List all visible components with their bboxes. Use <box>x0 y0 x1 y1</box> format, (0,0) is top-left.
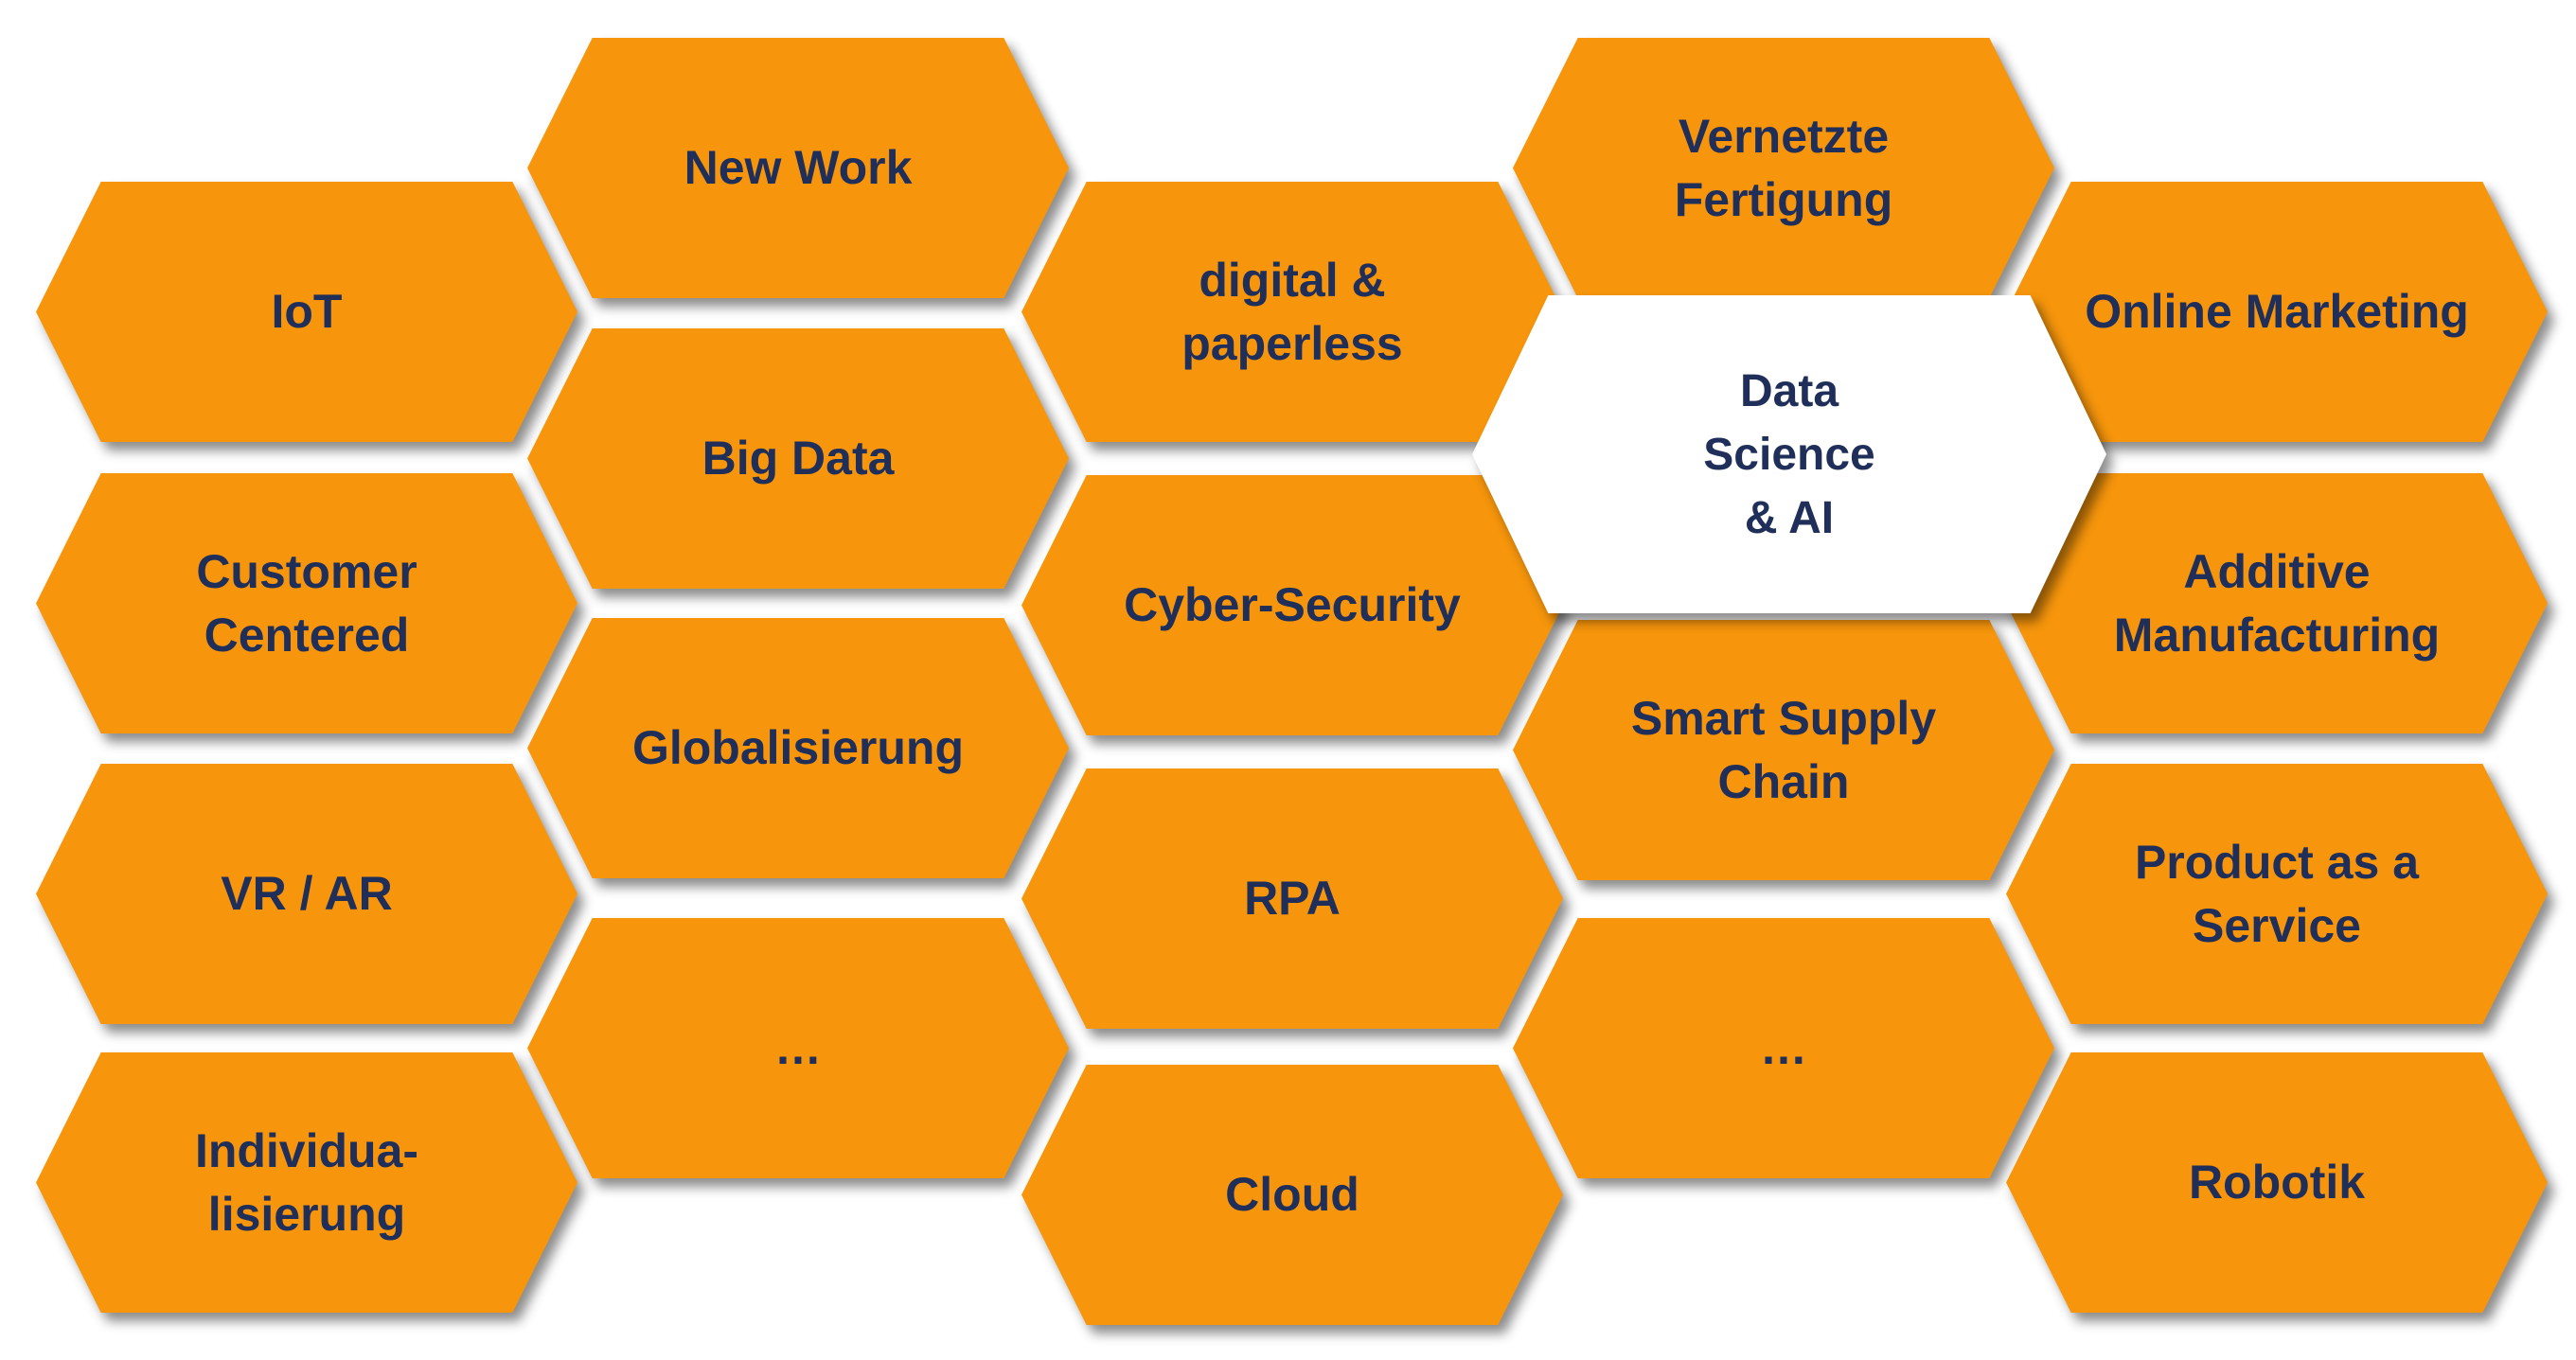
hexagon-label: IoT <box>271 285 343 338</box>
hexagon-label: Online Marketing <box>2085 285 2469 338</box>
hexagon-additive-manufacturing: Additive Manufacturing <box>2006 473 2548 733</box>
hexagon-label: … <box>1760 1021 1807 1074</box>
hexagon-digital-paperless: digital & paperless <box>1022 182 1563 442</box>
hexagon-label: Data Science & AI <box>1703 365 1875 543</box>
hexagon-label: Smart Supply Chain <box>1630 691 1937 808</box>
hexagon-vernetzte-fertigung: Vernetzte Fertigung <box>1513 38 2054 298</box>
hexagon-label: Product as a Service <box>2134 835 2420 952</box>
hexagon-online-marketing: Online Marketing <box>2006 182 2548 442</box>
hexagon-label: VR / AR <box>221 867 393 920</box>
hexagon-individualisierung: Individua- lisierung <box>36 1052 577 1313</box>
hexagon-robotik: Robotik <box>2006 1052 2548 1313</box>
hexagon-cyber-security: Cyber-Security <box>1022 475 1563 735</box>
hexagon-label: New Work <box>684 141 913 194</box>
hexagon-data-science-ai: Data Science & AI <box>1472 295 2106 613</box>
hexagon-vr-ar: VR / AR <box>36 764 577 1024</box>
hexagon-label: … <box>774 1021 822 1074</box>
hexagon-label: Cloud <box>1225 1168 1359 1221</box>
hexagon-label: Robotik <box>2188 1156 2366 1209</box>
hexagon-more-right: … <box>1513 918 2054 1178</box>
hexagon-big-data: Big Data <box>527 328 1069 589</box>
hexagon-label: Customer Centered <box>196 544 417 662</box>
hexagon-label: Individua- lisierung <box>194 1123 419 1241</box>
hexagon-label: Big Data <box>702 432 895 485</box>
hexagon-label: digital & paperless <box>1181 253 1403 370</box>
hexagon-smart-supply-chain: Smart Supply Chain <box>1513 620 2054 880</box>
hexagon-label: Globalisierung <box>631 721 965 774</box>
hexagon-globalisierung: Globalisierung <box>527 618 1069 878</box>
hexagon-iot: IoT <box>36 182 577 442</box>
hexagon-label: Additive Manufacturing <box>2113 544 2441 662</box>
hexagon-label: Vernetzte Fertigung <box>1674 109 1893 226</box>
hexagon-new-work: New Work <box>527 38 1069 298</box>
hexagon-more-left: … <box>527 918 1069 1178</box>
hexagon-label: Cyber-Security <box>1124 578 1461 631</box>
hexagon-cloud: Cloud <box>1022 1065 1563 1325</box>
hexagon-label: RPA <box>1244 872 1341 925</box>
hexagon-product-as-a-service: Product as a Service <box>2006 764 2548 1024</box>
hexagon-customer-centered: Customer Centered <box>36 473 577 733</box>
hexagon-rpa: RPA <box>1022 768 1563 1029</box>
